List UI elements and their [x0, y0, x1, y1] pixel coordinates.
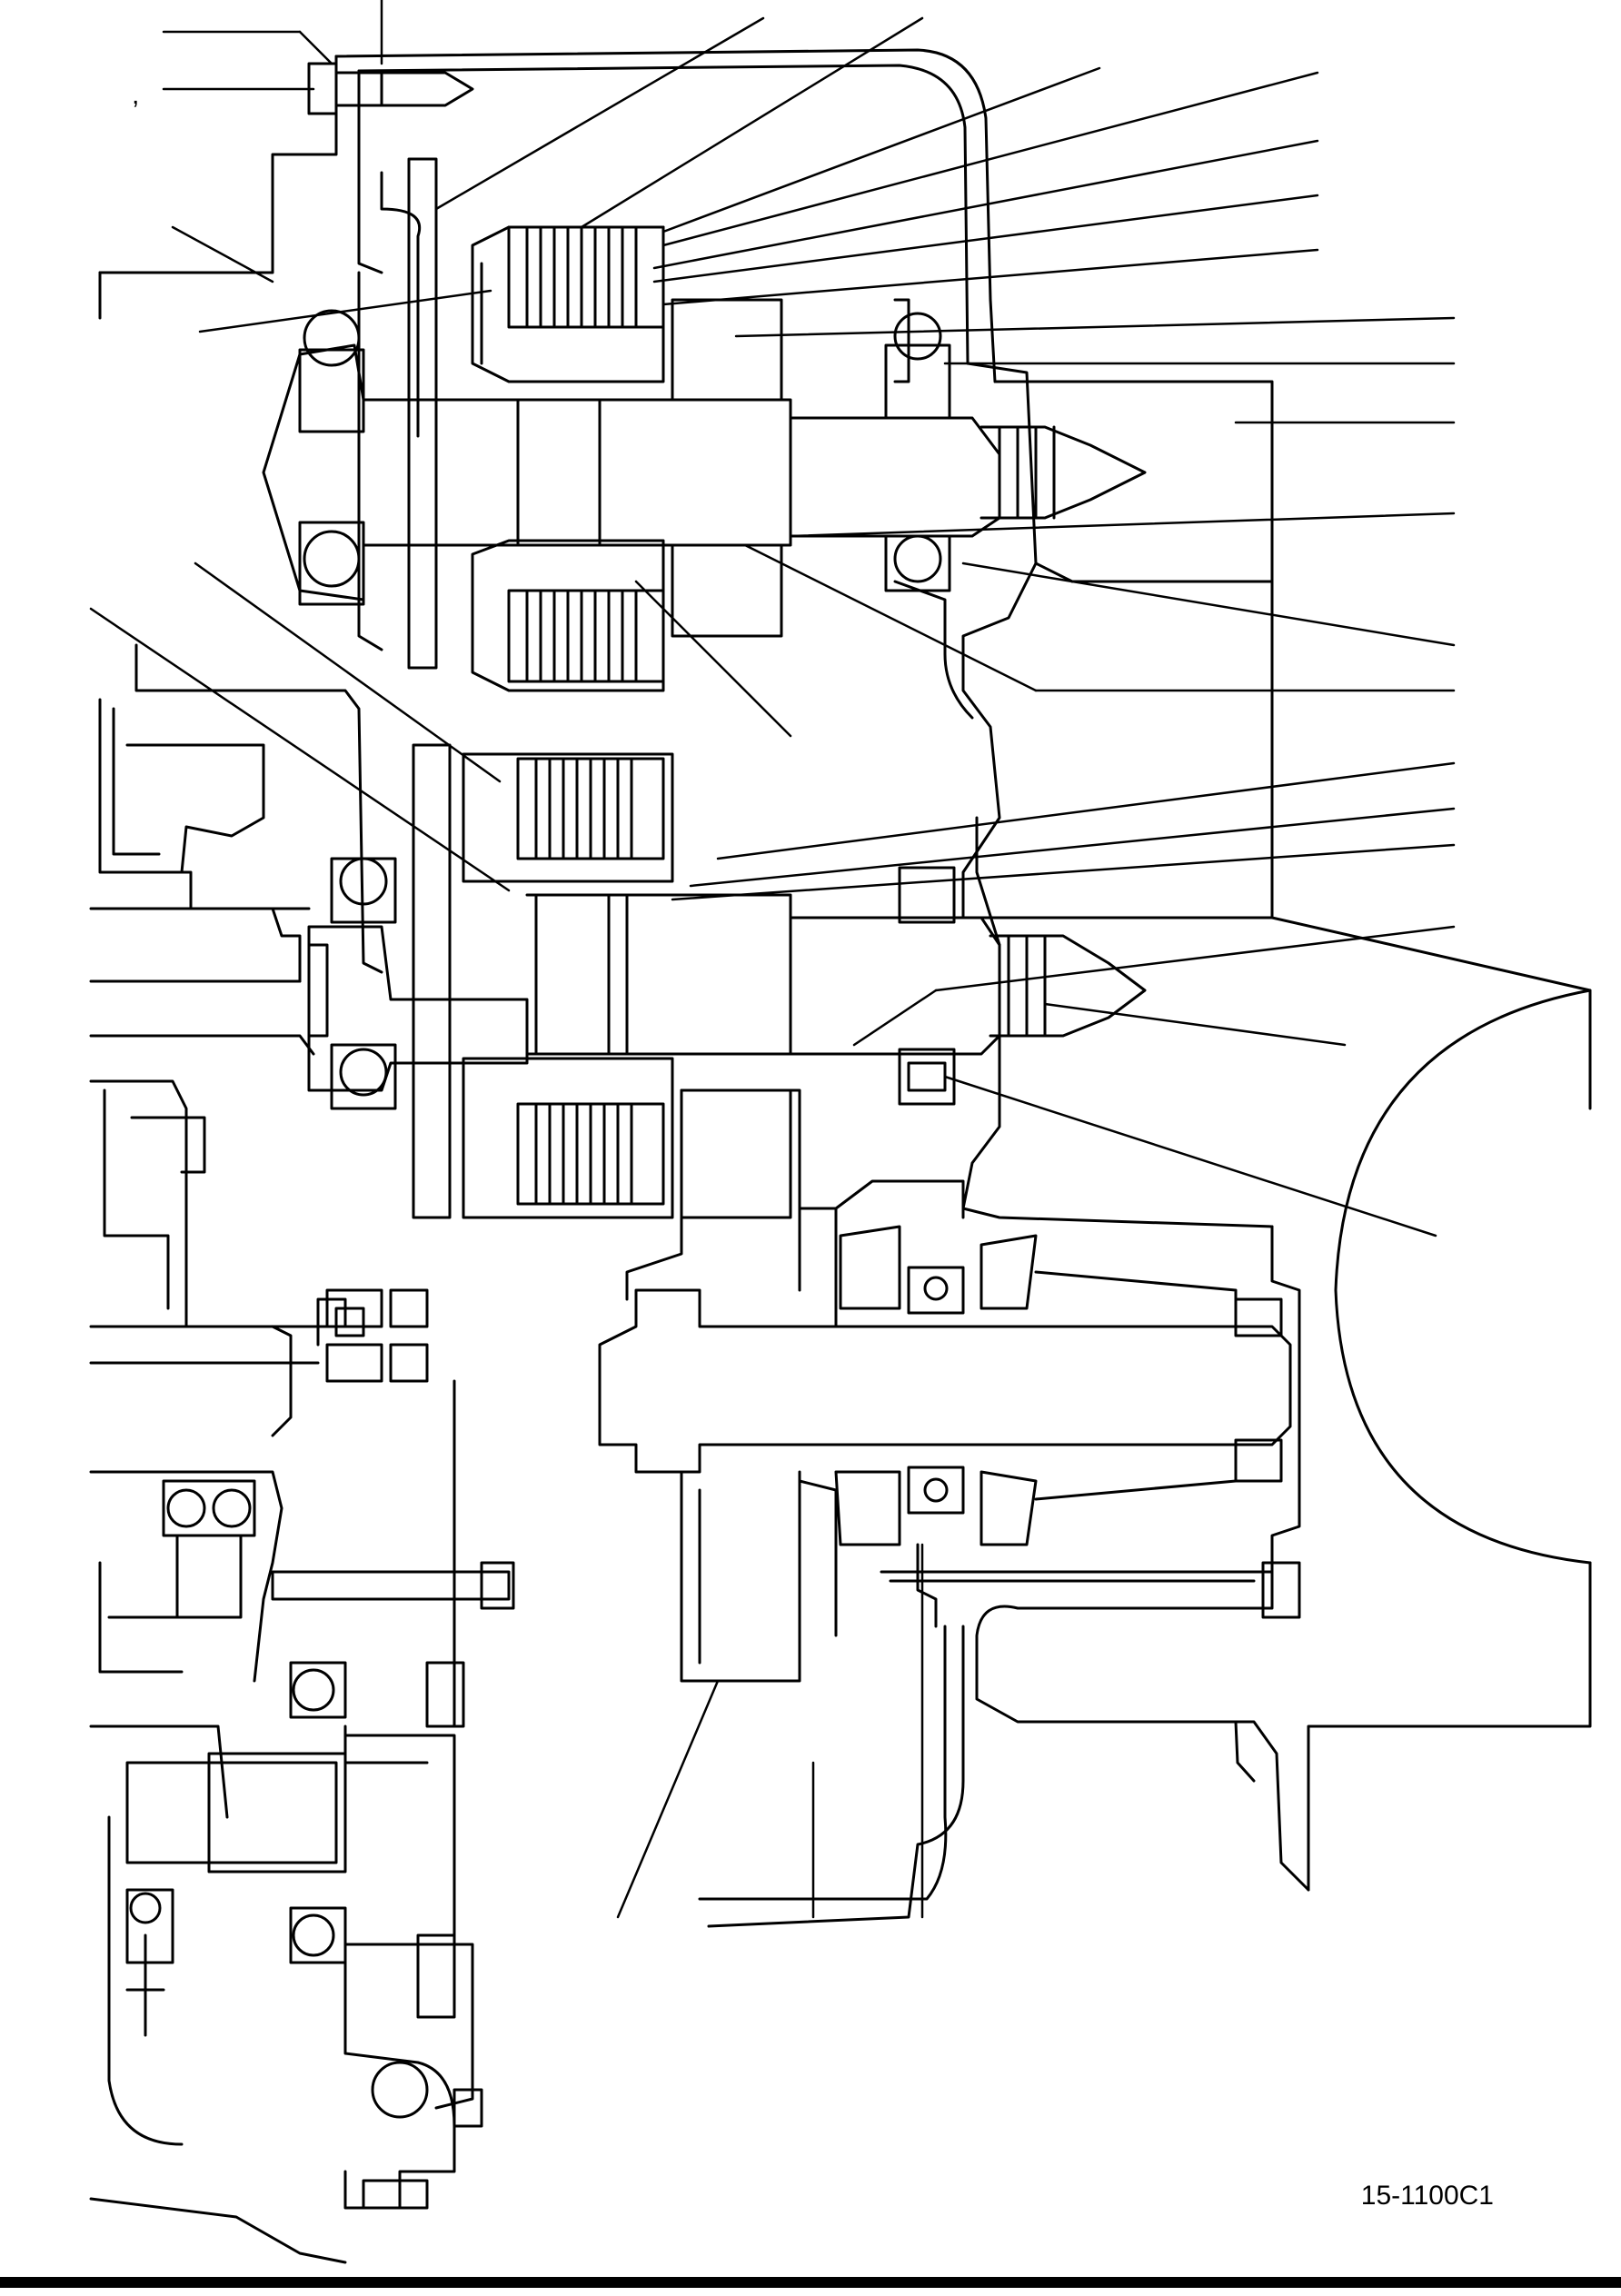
- lower-shaft: [307, 743, 1147, 1219]
- upper-clutch-pack: [471, 225, 783, 692]
- housing-outline: [98, 48, 1592, 1928]
- bottom-rule: [0, 2277, 1621, 2288]
- figure-code: 15-1100C1: [1360, 2181, 1494, 2211]
- lower-clutch-pack: [462, 752, 792, 1219]
- output-shaft: [598, 1088, 1301, 1683]
- stray-mark: ,: [132, 80, 140, 110]
- left-housing: [89, 643, 383, 2264]
- bolts: [271, 62, 515, 1610]
- lower-left-cluster: [125, 1288, 483, 2210]
- upper-shaft: [262, 157, 1147, 670]
- leader-lines: [89, 0, 1456, 1919]
